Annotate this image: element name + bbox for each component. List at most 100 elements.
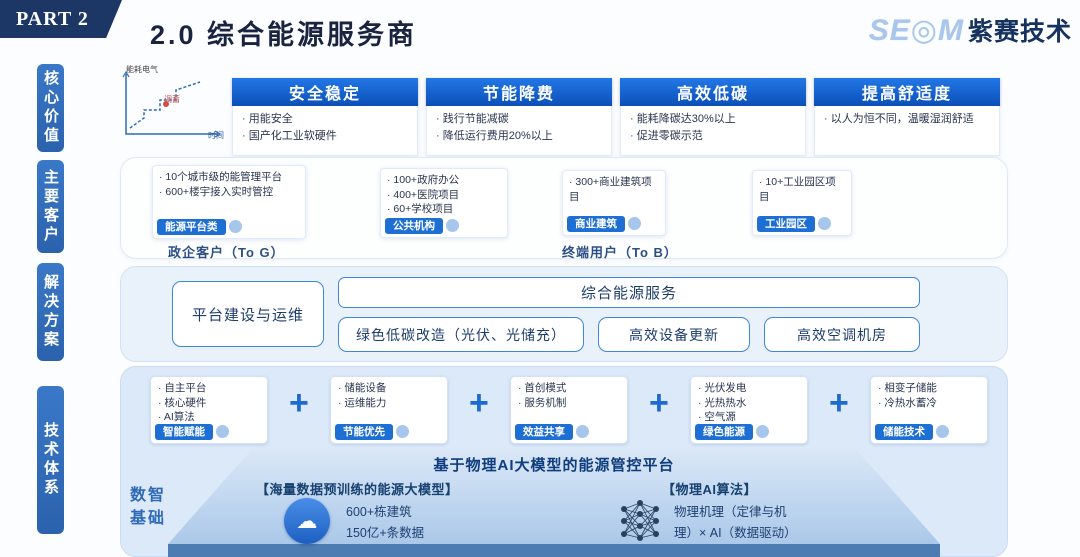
bullet: · 能耗降碳达30%以上 — [630, 113, 736, 125]
solution-sub-green-retrofit: 绿色低碳改造（光伏、光储充） — [338, 317, 584, 352]
bullet: · 国产化工业软硬件 — [242, 130, 337, 143]
category-tag: 工业园区 — [757, 215, 831, 232]
category-tag: 节能优先 — [335, 423, 409, 440]
platform-base-strip — [168, 544, 940, 557]
stat-line: 物理机理（定律与机 — [674, 505, 787, 519]
customer-group-industrial: · 10+工业园区项目 工业园区 — [752, 170, 852, 236]
sidebar-item-label: 核心价值 — [42, 70, 59, 146]
value-card-comfort: 提高舒适度 · 以人为恒不同，温暖湿润舒适 — [814, 78, 1000, 156]
neural-network-icon — [616, 497, 664, 550]
tag-dot-icon — [628, 217, 641, 231]
category-tag: 储能技术 — [875, 423, 949, 440]
solution-platform-box: 平台建设与运维 — [172, 281, 324, 347]
category-tag: 智能赋能 — [155, 423, 229, 440]
bullet: · 促进零碳示范 — [630, 130, 703, 143]
logo-gear-icon: ◎ — [910, 13, 938, 47]
segment-label-tob: 终端用户（To B） — [562, 245, 678, 260]
logo-mark: SE◎M — [869, 13, 964, 48]
value-card-title: 高效低碳 — [620, 78, 806, 106]
right-model-title: 【物理AI算法】 — [662, 482, 758, 497]
value-card-title: 节能降费 — [426, 78, 612, 106]
tech-module-green-energy: · 光伏发电 · 光热热水 · 空气源 绿色能源 — [690, 376, 808, 444]
stat-line: 600+栋建筑 — [346, 505, 412, 519]
customer-group-commercial: · 300+商业建筑项目 商业建筑 — [562, 170, 666, 236]
tech-module-benefit: · 首创模式 · 服务机制 效益共享 — [510, 376, 628, 444]
sidebar-item-customers: 主要客户 — [37, 160, 64, 253]
category-tag: 商业建筑 — [567, 215, 641, 232]
category-tag-label: 商业建筑 — [567, 215, 625, 232]
plus-sign: + — [289, 384, 309, 422]
sidebar-item-label: 技术体系 — [42, 422, 59, 498]
value-card-body: · 践行节能减碳 · 降低运行费用20%以上 — [426, 106, 612, 156]
logo: SE◎M 紫赛技术 — [869, 12, 1072, 48]
bullet: · 100+政府办公 — [387, 174, 460, 186]
customer-group-platform: · 10个城市级的能管理平台 · 600+楼宇接入实时管控 能源平台类 — [152, 165, 306, 239]
category-tag-label: 工业园区 — [757, 215, 815, 232]
bullet: · 运维能力 — [338, 396, 387, 409]
part-ribbon: PART 2 — [0, 0, 122, 38]
bullet: · 400+医院项目 — [387, 188, 460, 201]
tech-module-storage-ops: · 储能设备 · 运维能力 节能优先 — [330, 376, 448, 444]
value-card-title: 提高舒适度 — [814, 78, 1000, 106]
tag-dot-icon — [576, 425, 589, 439]
plus-sign: + — [829, 384, 849, 422]
cloud-icon: ☁ — [284, 498, 330, 544]
tech-module-smart: · 自主平台 · 核心硬件 · AI算法 智能赋能 — [150, 376, 268, 444]
category-tag-label: 智能赋能 — [155, 423, 213, 440]
chart-mid-label: 调蓄 — [164, 95, 180, 104]
category-tag-label: 效益共享 — [515, 423, 573, 440]
plus-sign: + — [469, 384, 489, 422]
customer-group-public: · 100+政府办公 · 400+医院项目 · 60+学校项目 公共机构 — [380, 168, 508, 238]
bullet: · 自主平台 — [158, 382, 207, 394]
bullet: · 首创模式 — [518, 382, 567, 394]
sidebar-item-label: 解决方案 — [42, 274, 59, 350]
left-model-stats: 600+栋建筑 150亿+条数据 — [346, 502, 424, 545]
bullet: · 冷热水蓄冷 — [878, 396, 937, 409]
sidebar-item-solutions: 解决方案 — [37, 263, 64, 361]
category-tag: 绿色能源 — [695, 423, 769, 440]
trend-chart-graphic — [122, 70, 222, 138]
bullet: · 光热热水 — [698, 396, 747, 409]
trend-chart: 能耗电气 调蓄 时间 — [112, 64, 230, 152]
sidebar-item-label: 主要客户 — [42, 168, 59, 245]
bullet: · 服务机制 — [518, 396, 567, 409]
tag-dot-icon — [216, 425, 229, 439]
chart-top-label: 能耗电气 — [126, 65, 158, 74]
bullet: · 空气源 — [698, 411, 736, 424]
page-title: 2.0 综合能源服务商 — [150, 20, 418, 50]
category-tag: 效益共享 — [515, 423, 589, 440]
bullet: · 践行节能减碳 — [436, 113, 509, 125]
category-tag: 公共机构 — [385, 217, 459, 234]
logo-mark-left: SE — [868, 13, 911, 47]
sidebar-item-core-value: 核心价值 — [37, 64, 64, 152]
foundation-label: 数智基础 — [130, 487, 167, 528]
tag-dot-icon — [818, 217, 831, 231]
bullet: · 10个城市级的能管理平台 — [159, 171, 283, 183]
value-card-title: 安全稳定 — [232, 78, 418, 106]
solution-main-box: 综合能源服务 — [338, 277, 920, 308]
part-label: PART 2 — [16, 7, 89, 30]
solution-sub-equipment: 高效设备更新 — [598, 317, 750, 352]
tag-dot-icon — [446, 219, 459, 233]
bullet: · 用能安全 — [242, 113, 293, 125]
plus-sign: + — [649, 384, 669, 422]
tech-module-storage-tech: · 相变子储能 · 冷热水蓄冷 储能技术 — [870, 376, 988, 444]
tag-dot-icon — [228, 220, 242, 234]
ai-platform-title: 基于物理AI大模型的能源管控平台 — [433, 457, 675, 474]
solution-sub-hvac: 高效空调机房 — [764, 317, 920, 352]
bullet: · 60+学校项目 — [387, 203, 454, 216]
bullet: · 核心硬件 — [158, 396, 207, 409]
value-card-safety: 安全稳定 · 用能安全 · 国产化工业软硬件 — [232, 78, 418, 156]
tag-dot-icon — [396, 425, 409, 439]
cloud-glyph: ☁ — [296, 509, 318, 533]
bullet: · 相变子储能 — [878, 382, 937, 394]
category-tag-label: 公共机构 — [385, 217, 443, 234]
logo-mark-right: M — [937, 13, 964, 47]
value-card-body: · 以人为恒不同，温暖湿润舒适 — [814, 106, 1000, 156]
ai-platform-trapezoid: 基于物理AI大模型的能源管控平台 — [168, 448, 940, 544]
stat-line: 理）× AI（数据驱动） — [674, 526, 797, 541]
bullet: · 光伏发电 — [698, 382, 747, 394]
bullet: · 600+楼宇接入实时管控 — [159, 185, 274, 198]
tag-dot-icon — [756, 425, 769, 439]
